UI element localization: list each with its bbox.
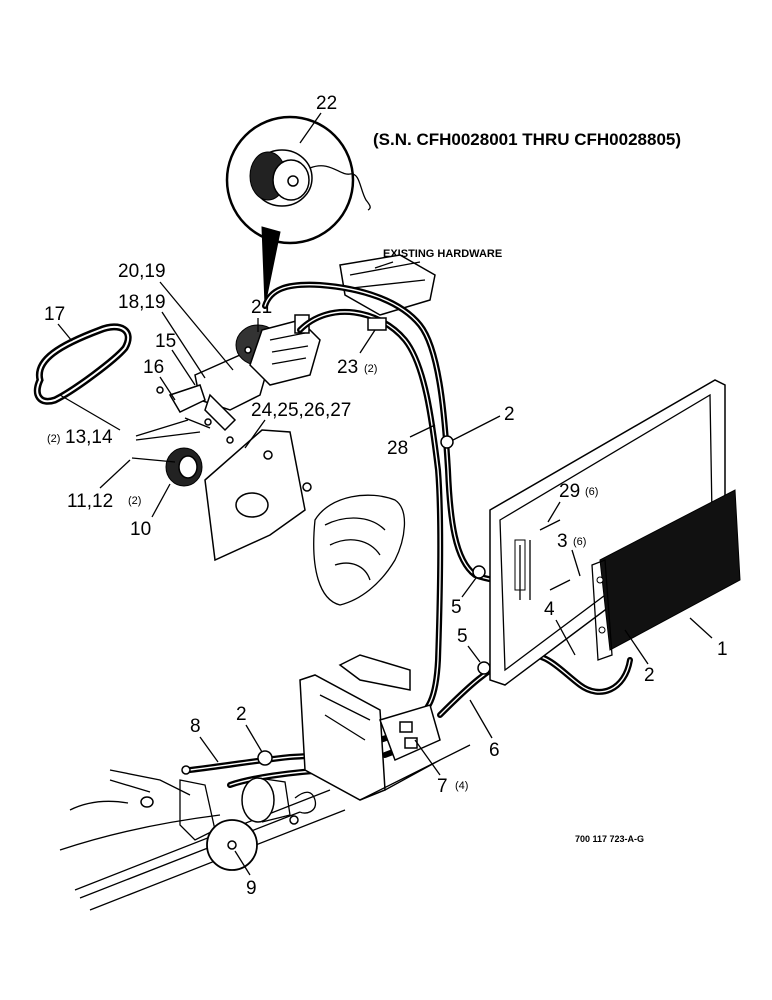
clamp-5-lower [477, 661, 491, 675]
drive-belt [33, 323, 132, 405]
leader-11-12 [99, 459, 131, 489]
leader-24-27 [244, 419, 266, 449]
leader-20-19 [159, 281, 234, 371]
leader-16 [159, 376, 176, 401]
callout-20-19: 20,19 [118, 261, 166, 282]
leader-8 [199, 736, 219, 763]
leader-9 [234, 850, 251, 876]
compressor-assembly [156, 314, 321, 444]
callout-16: 16 [143, 357, 164, 378]
callout-7: 7 [437, 776, 448, 797]
idler-pulley [131, 417, 211, 487]
belt-shield [204, 429, 312, 562]
callout-2-right: 2 [644, 665, 655, 686]
bulkhead-brackets [299, 654, 471, 801]
serial-range-title: (S.N. CFH0028001 THRU CFH0028805) [373, 130, 681, 149]
callout-2-top: 2 [504, 404, 515, 425]
callout-24-27: 24,25,26,27 [251, 400, 351, 421]
engine-outline [313, 494, 406, 606]
leader-5-upper [461, 577, 477, 598]
qty-7: (4) [455, 780, 468, 792]
drawing-code: 700 117 723-A-G [575, 834, 644, 844]
callout-8: 8 [190, 716, 201, 737]
leader-22 [299, 112, 322, 144]
qty-11-12: (2) [128, 495, 141, 507]
qty-13-14: (2) [47, 433, 60, 445]
machine-frame [59, 769, 346, 911]
existing-hardware-label: EXISTING HARDWARE [383, 248, 502, 260]
callout-5-lower: 5 [457, 626, 468, 647]
leader-18-19 [161, 311, 206, 379]
callout-11-12: 11,12 [67, 491, 113, 512]
clamp-2-top [440, 435, 454, 449]
receiver-drier [181, 765, 317, 871]
callout-17: 17 [44, 304, 65, 325]
condenser-core [591, 489, 741, 661]
leader-15 [171, 349, 196, 386]
callout-5-upper: 5 [451, 597, 462, 618]
leader-1 [689, 617, 713, 639]
leader-4 [555, 619, 576, 656]
callout-1: 1 [717, 639, 728, 660]
leader-7 [414, 739, 441, 776]
leader-28 [409, 424, 436, 438]
qty-23: (2) [364, 363, 377, 375]
clamp-5-upper [472, 565, 486, 579]
leader-5-lower [467, 645, 481, 663]
callout-2-left: 2 [236, 704, 247, 725]
leader-17 [57, 323, 73, 342]
callout-3: 3 [557, 531, 568, 552]
callout-13-14: 13,14 [65, 427, 113, 448]
leader-6 [469, 699, 493, 739]
leader-2-right [624, 629, 649, 665]
callout-9: 9 [246, 878, 257, 899]
clamp-23 [367, 317, 387, 331]
leader-13-14 [59, 394, 201, 441]
existing-hardware-rail [339, 254, 436, 316]
leader-2-top [452, 415, 501, 441]
qty-29: (6) [585, 486, 598, 498]
leader-10 [151, 483, 171, 518]
callout-15: 15 [155, 331, 176, 352]
clutch-detail-circle [225, 115, 371, 306]
qty-3: (6) [573, 536, 586, 548]
leader-29 [547, 501, 561, 523]
callout-6: 6 [489, 740, 500, 761]
callout-22: 22 [316, 93, 337, 114]
callout-28: 28 [387, 438, 408, 459]
callout-23: 23 [337, 357, 358, 378]
leader-23 [359, 329, 376, 354]
callout-18-19: 18,19 [118, 292, 166, 313]
leader-3 [571, 549, 581, 577]
callout-4: 4 [544, 599, 555, 620]
callout-10: 10 [130, 519, 151, 540]
leader-2-left [245, 724, 263, 753]
clamp-2-left [257, 750, 273, 766]
callout-29: 29 [559, 481, 580, 502]
